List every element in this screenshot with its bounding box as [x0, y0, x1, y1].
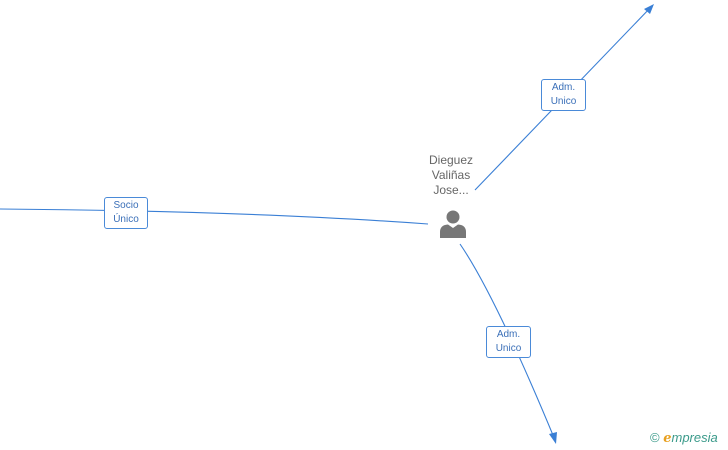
- edge-label-line: Unico: [495, 343, 522, 354]
- edge-label-line: Adm.: [496, 329, 521, 340]
- node-name-line: Dieguez: [428, 153, 474, 167]
- arrowhead-bottom: [549, 432, 557, 444]
- center-node-name[interactable]: Dieguez Valiñas Jose...: [410, 153, 492, 198]
- arrowhead-top-right: [644, 4, 654, 14]
- edge-line-bottom: [459, 243, 556, 441]
- person-icon[interactable]: [438, 208, 468, 238]
- node-name-line: Jose...: [433, 183, 469, 197]
- node-name-line: Valiñas: [431, 168, 471, 182]
- brand-name: mpresia: [671, 430, 718, 445]
- edge-label-left[interactable]: Socio Único: [104, 197, 148, 229]
- edge-label-bottom[interactable]: Adm. Unico: [486, 326, 531, 358]
- edge-line-left: [0, 208, 429, 225]
- edge-label-top-right[interactable]: Adm. Unico: [541, 79, 586, 111]
- empresia-watermark: © empresia: [650, 430, 718, 446]
- edge-label-line: Adm.: [551, 82, 576, 93]
- edge-label-line: Unico: [550, 96, 577, 107]
- brand-initial: e: [663, 431, 672, 446]
- edge-label-line: Único: [113, 214, 139, 225]
- copyright-symbol: ©: [650, 430, 660, 445]
- edge-label-line: Socio: [113, 200, 139, 211]
